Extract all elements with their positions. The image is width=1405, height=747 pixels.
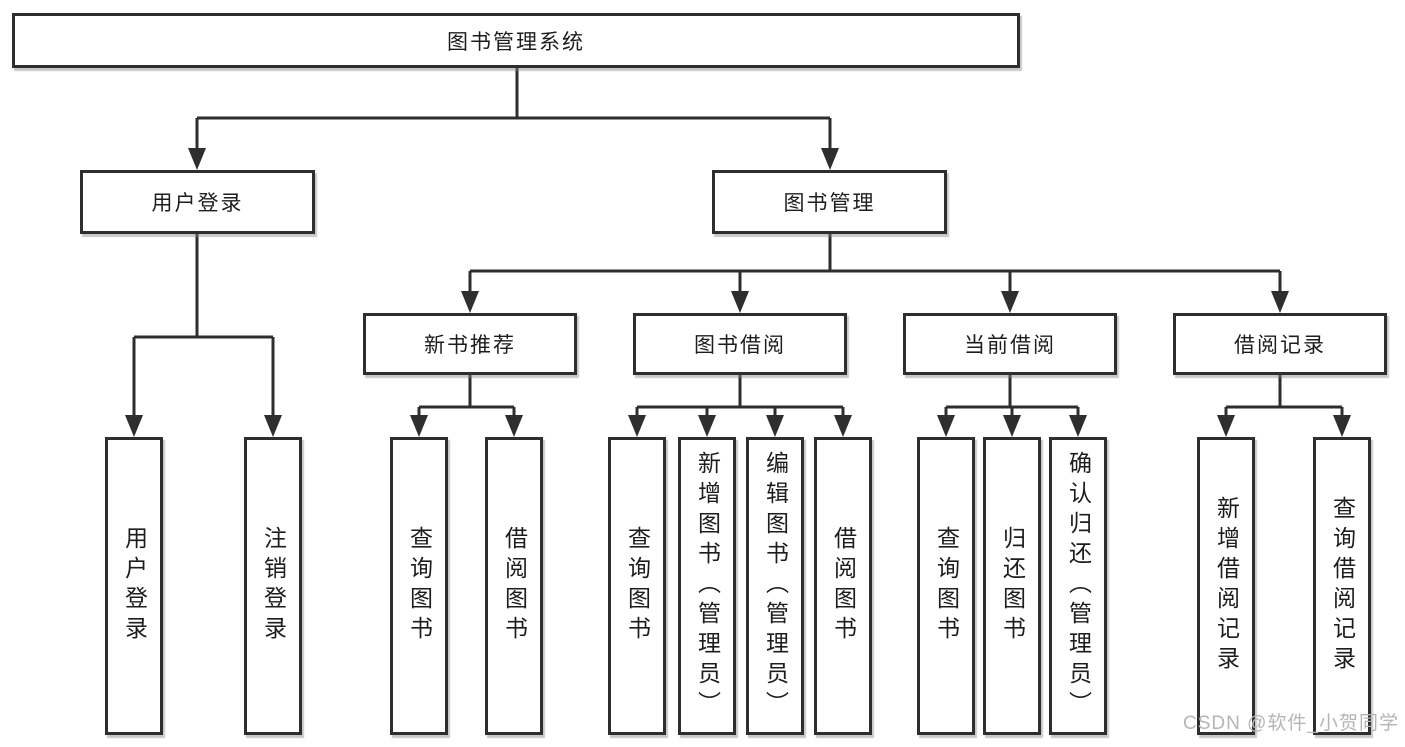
leaf-current-query-books-label: 查询图书 [933,526,960,646]
leaf-borrowing-query-books-label: 查询图书 [624,526,651,646]
leaf-return-book: 归还图书 [983,437,1041,735]
leaf-add-book-admin: 新增图书（管理员） [678,437,736,735]
leaf-query-borrow-record-label: 查询借阅记录 [1329,496,1356,676]
node-book-borrowing-label: 图书借阅 [694,334,786,357]
csdn-watermark: CSDN @软件_小贺同学 [1183,713,1399,734]
leaf-edit-book-admin: 编辑图书（管理员） [746,437,804,735]
leaf-confirm-return-admin: 确认归还（管理员） [1049,437,1107,735]
node-root-system: 图书管理系统 [12,13,1020,68]
node-borrow-records: 借阅记录 [1173,313,1387,375]
leaf-add-borrow-record-label: 新增借阅记录 [1213,496,1240,676]
leaf-return-book-label: 归还图书 [999,526,1026,646]
node-book-borrowing: 图书借阅 [633,313,847,375]
leaf-add-book-admin-label: 新增图书（管理员） [694,451,721,721]
leaf-user-login-label: 用户登录 [121,526,148,646]
leaf-add-borrow-record: 新增借阅记录 [1197,437,1255,735]
leaf-logout-login-label: 注销登录 [260,526,287,646]
leaf-query-borrow-record: 查询借阅记录 [1313,437,1371,735]
leaf-borrowing-query-books: 查询图书 [608,437,666,735]
node-user-login: 用户登录 [80,170,315,234]
node-user-login-label: 用户登录 [151,192,244,215]
leaf-edit-book-admin-label: 编辑图书（管理员） [762,451,789,721]
node-current-borrowing-label: 当前借阅 [964,334,1056,357]
leaf-recommend-borrow-books-label: 借阅图书 [501,526,528,646]
node-current-borrowing: 当前借阅 [903,313,1117,375]
node-root-system-label: 图书管理系统 [447,30,585,54]
leaf-logout-login: 注销登录 [244,437,302,735]
leaf-recommend-query-books: 查询图书 [390,437,448,735]
leaf-borrowing-borrow-books: 借阅图书 [814,437,872,735]
node-borrow-records-label: 借阅记录 [1234,334,1326,357]
leaf-borrowing-borrow-books-label: 借阅图书 [830,526,857,646]
node-new-book-recommend-label: 新书推荐 [424,334,516,357]
node-book-management: 图书管理 [712,170,947,234]
node-new-book-recommend: 新书推荐 [363,313,577,375]
leaf-current-query-books: 查询图书 [917,437,975,735]
leaf-confirm-return-admin-label: 确认归还（管理员） [1065,451,1092,721]
leaf-user-login: 用户登录 [105,437,163,735]
leaf-recommend-borrow-books: 借阅图书 [485,437,543,735]
leaf-recommend-query-books-label: 查询图书 [406,526,433,646]
node-book-management-label: 图书管理 [783,192,876,215]
